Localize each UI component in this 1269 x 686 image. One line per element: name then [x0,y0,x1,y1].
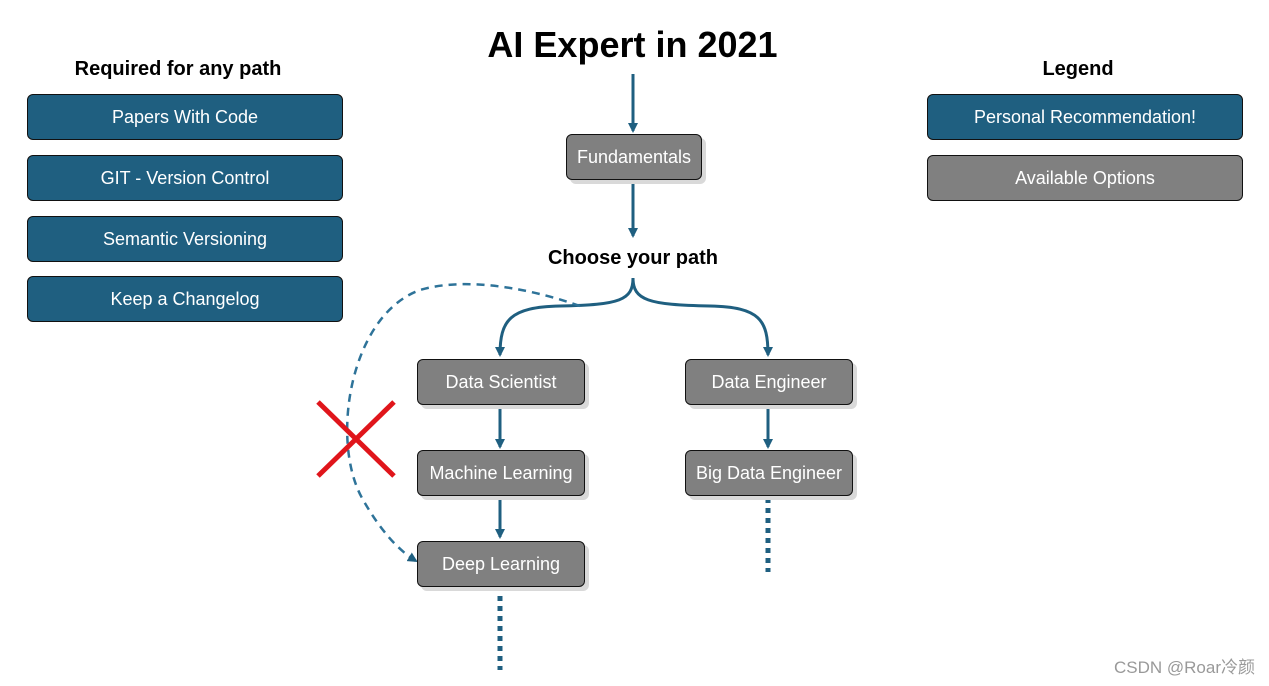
red-cross-mark [316,400,396,478]
node-fundamentals[interactable]: Fundamentals [566,134,702,180]
node-data-scientist[interactable]: Data Scientist [417,359,585,405]
legend-personal-recommendation: Personal Recommendation! [927,94,1243,140]
node-big-data-engineer[interactable]: Big Data Engineer [685,450,853,496]
required-item-papers-with-code[interactable]: Papers With Code [27,94,343,140]
branch-to-data-engineer [631,277,773,357]
required-item-keep-a-changelog[interactable]: Keep a Changelog [27,276,343,322]
node-deep-learning[interactable]: Deep Learning [417,541,585,587]
node-machine-learning[interactable]: Machine Learning [417,450,585,496]
required-item-semantic-versioning[interactable]: Semantic Versioning [27,216,343,262]
page-title: AI Expert in 2021 [487,24,778,65]
dashed-shortcut-to-deep-learning [345,282,581,563]
required-item-git-version-control[interactable]: GIT - Version Control [27,155,343,201]
branch-to-data-scientist [495,277,635,357]
node-data-engineer[interactable]: Data Engineer [685,359,853,405]
choose-your-path-label: Choose your path [547,247,718,269]
required-heading: Required for any path [74,58,282,80]
legend-heading: Legend [1042,58,1114,80]
legend-available-options: Available Options [927,155,1243,201]
watermark: CSDN @Roar冷颜 [1114,658,1255,677]
